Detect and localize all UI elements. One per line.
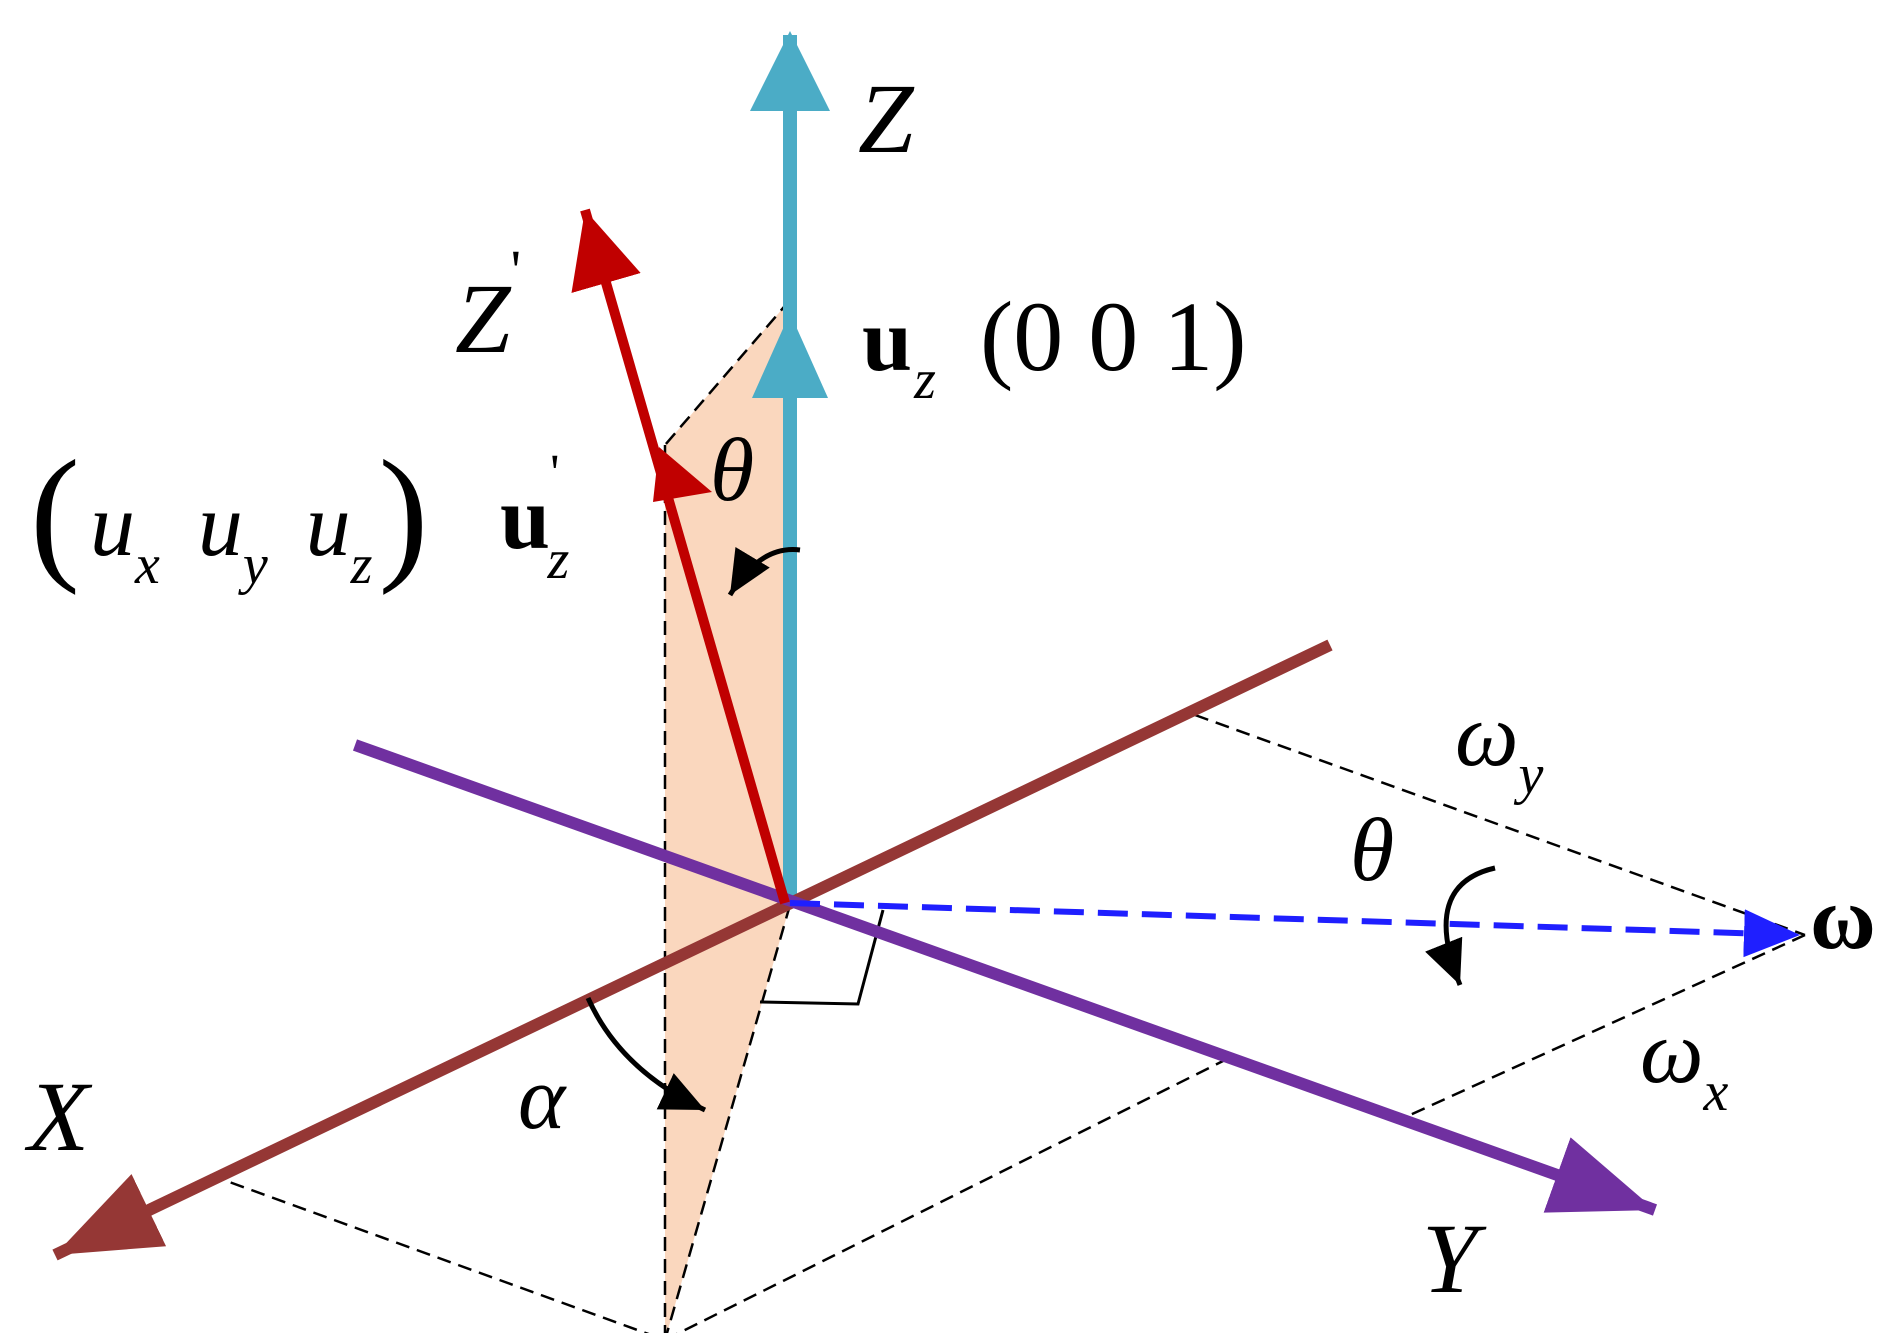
rotation-theta-lower-icon xyxy=(1425,865,1496,986)
y-axis-label: Y xyxy=(1422,1203,1487,1314)
uz-prime-arrowhead xyxy=(653,447,712,502)
dashed-omega-x xyxy=(1409,933,1806,1117)
rotation-theta-upper-icon xyxy=(727,546,801,597)
dashed-z-top-link xyxy=(664,299,791,446)
dashed-plane-edge xyxy=(665,904,792,1333)
y-axis xyxy=(352,739,1658,1216)
dashed-x-projection xyxy=(209,1173,650,1333)
theta-upper-label: θ xyxy=(710,421,754,520)
dashed-y-projection xyxy=(676,1058,1226,1333)
x-axis xyxy=(52,639,1333,1261)
z-prime-axis xyxy=(571,208,790,905)
z-prime-label: Z' xyxy=(455,238,521,374)
uz-arrowhead xyxy=(752,313,828,398)
omega-vector xyxy=(789,900,1801,958)
construction-lines xyxy=(209,299,1806,1333)
uz-coordinates: (0 0 1) xyxy=(980,281,1247,392)
omega-label: ω xyxy=(1810,869,1876,968)
uz-label: uz xyxy=(862,291,936,411)
z-axis-label: Z xyxy=(858,63,915,174)
omega-y-label: ωy xyxy=(1455,686,1544,806)
x-axis-label: X xyxy=(24,1061,93,1172)
alpha-label: α xyxy=(518,1049,567,1148)
theta-lower-label: θ xyxy=(1350,801,1394,900)
rotation-alpha-icon xyxy=(585,996,707,1113)
uz-prime-label: u'z xyxy=(500,445,569,591)
omega-x-label: ωx xyxy=(1640,1003,1729,1123)
right-angle-mark xyxy=(759,909,885,1006)
dashed-omega-y xyxy=(1194,713,1806,937)
